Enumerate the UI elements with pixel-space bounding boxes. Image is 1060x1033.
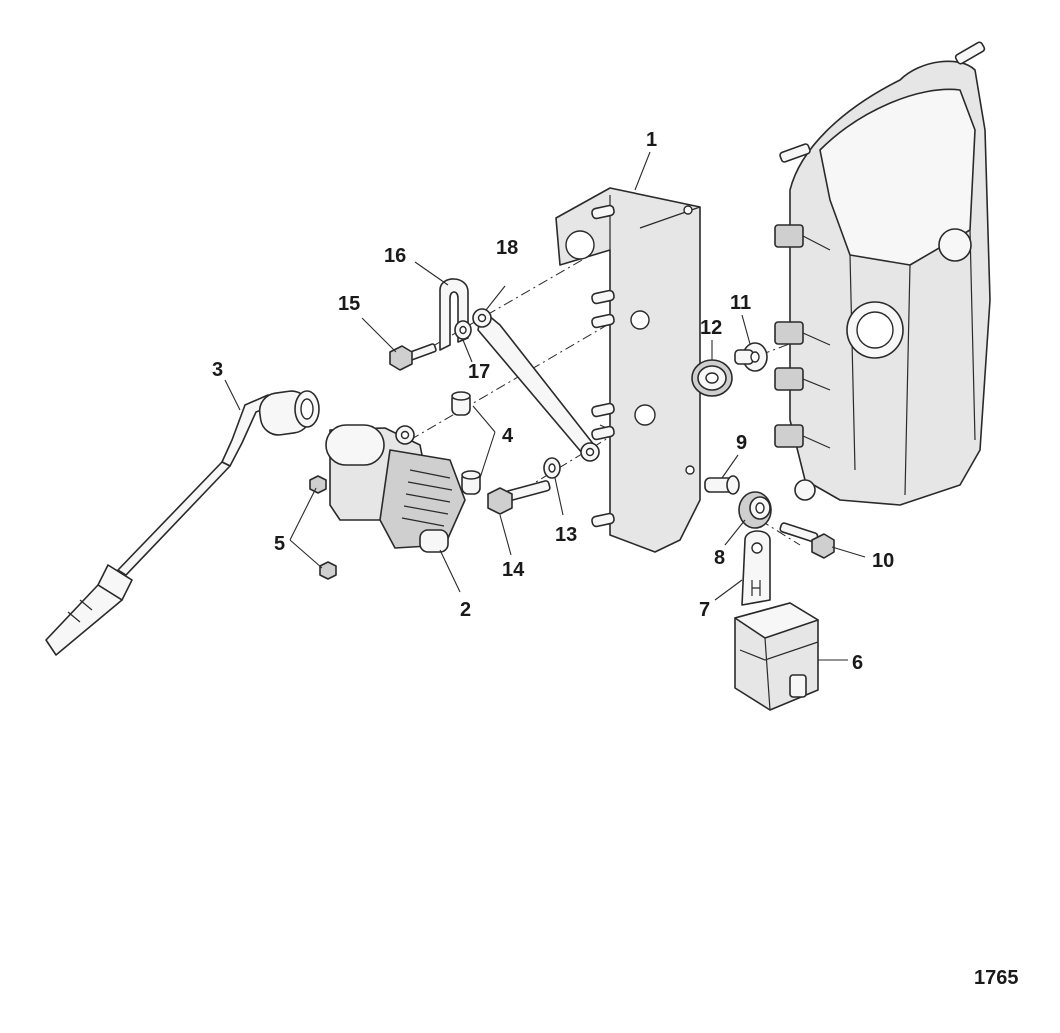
mounting-clip — [741, 530, 771, 606]
callout-1: 1 — [646, 129, 657, 151]
callout-8: 8 — [714, 547, 725, 569]
spark-plug-lead — [45, 390, 320, 656]
leader-lines — [224, 151, 866, 661]
washer-17 — [454, 320, 472, 340]
callout-13: 13 — [555, 524, 577, 546]
bushing-11 — [734, 342, 768, 372]
grommet-8 — [738, 491, 772, 529]
relay — [734, 602, 819, 711]
callout-5: 5 — [274, 533, 285, 555]
callout-11: 11 — [730, 292, 751, 314]
callout-12: 12 — [700, 317, 722, 339]
callout-labels: 1 2 3 4 5 6 7 8 9 10 11 12 13 14 15 16 1… — [212, 129, 894, 674]
bolt-14 — [487, 480, 551, 515]
callout-2: 2 — [460, 599, 471, 621]
spacers — [451, 391, 481, 495]
callout-10: 10 — [872, 550, 894, 572]
callout-14: 14 — [502, 559, 525, 581]
callout-3: 3 — [212, 359, 223, 381]
ignition-coil — [325, 424, 466, 553]
ground-strap — [472, 308, 600, 462]
callout-15: 15 — [338, 293, 360, 315]
callout-9: 9 — [736, 432, 747, 454]
washer-13 — [543, 457, 561, 479]
nuts — [309, 475, 337, 580]
mounting-bracket — [555, 187, 701, 553]
callout-18: 18 — [496, 237, 518, 259]
callout-7: 7 — [699, 599, 710, 621]
figure-number: 1765 — [974, 967, 1019, 989]
callout-17: 17 — [468, 361, 490, 383]
bushing-9 — [704, 475, 740, 495]
screw-15 — [389, 343, 437, 371]
bolt-10 — [779, 522, 835, 559]
callout-4: 4 — [502, 425, 514, 447]
callout-6: 6 — [852, 652, 863, 674]
module-housing — [774, 41, 991, 506]
callout-16: 16 — [384, 245, 406, 267]
grommet — [691, 359, 733, 397]
